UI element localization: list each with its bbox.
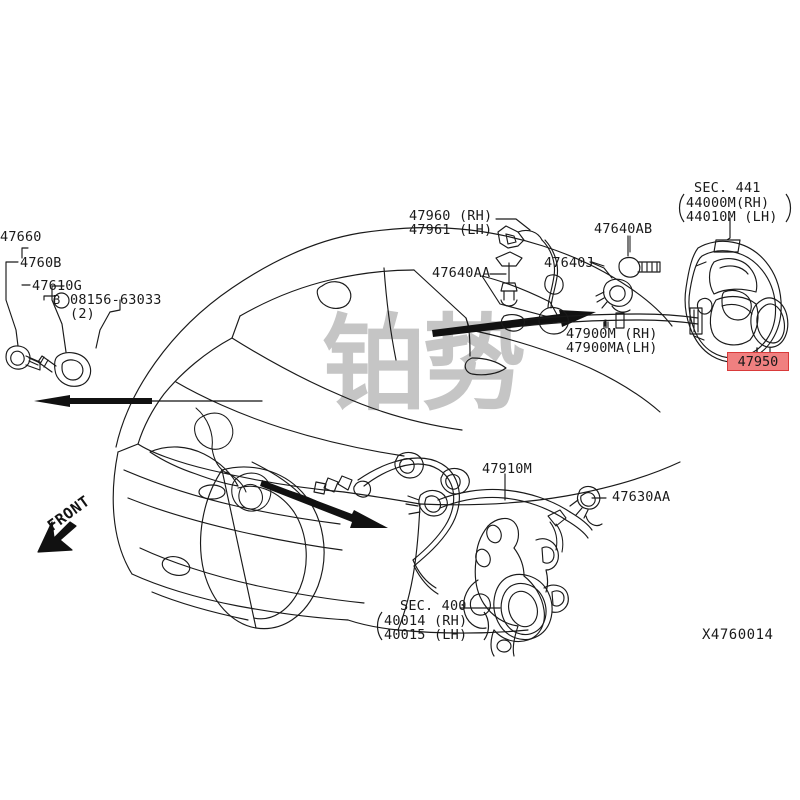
part-label-4760B: 4760B [20, 255, 62, 271]
part-label-47960-rh: 47960 (RH) [409, 208, 493, 224]
47640J-clamp [589, 261, 633, 313]
47630AA-bolt [569, 485, 607, 527]
abs-sensor-harness-on-car [194, 407, 331, 512]
part-label-47630aa: 47630AA [612, 489, 671, 505]
diagram-code: X4760014 [702, 627, 774, 643]
front-arrow-icon [37, 521, 77, 553]
part-label-47900m-rh: 47900M (RH) [566, 326, 658, 342]
section-441-bracket [678, 193, 792, 223]
section-400-bracket [376, 611, 490, 641]
part-label-47660: 47660 [0, 229, 42, 245]
47640AA-bolt [489, 251, 523, 307]
vehicle-body-outline [112, 227, 681, 634]
brake-backing-plate [684, 217, 782, 363]
part-label-08156-qty: (2) [70, 306, 95, 322]
abs-sensor-harness-front [313, 451, 593, 595]
bolt-marker-B-label: B [53, 293, 61, 307]
47640AB-bolt [618, 235, 661, 278]
steering-knuckle [459, 517, 569, 657]
rear-abs-sensor [495, 218, 569, 335]
sensor-bracket-bolt [5, 247, 121, 387]
sensor-ring-cap [750, 297, 789, 353]
part-label-47910m: 47910M [482, 461, 532, 477]
part-label-47640aa: 47640AA [432, 265, 491, 281]
part-label-47640ab: 47640AB [594, 221, 653, 237]
section-label-400: SEC. 400 [400, 598, 467, 614]
section-label-441: SEC. 441 [694, 180, 761, 196]
part-label-47640j: 47640J [544, 255, 594, 271]
part-label-47961-lh: 47961 (LH) [409, 222, 493, 238]
part-label-40015-lh: 40015 (LH) [384, 627, 468, 643]
part-label-47610G: 47610G [32, 278, 82, 294]
part-label-44010m-lh: 44010M (LH) [686, 209, 778, 225]
label-leader-lines [591, 235, 631, 329]
part-label-08156: 08156-63033 [70, 292, 162, 308]
part-label-40014-rh: 40014 (RH) [384, 613, 468, 629]
part-label-44000m-rh: 44000M(RH) [686, 195, 770, 211]
part-label-47900ma-lh: 47900MA(LH) [566, 340, 658, 356]
highlighted-part-47950[interactable]: 47950 [727, 352, 789, 371]
knuckle-sensor-lead [547, 509, 567, 553]
highlighted-part-47950-label: 47950 [737, 353, 779, 370]
pointer-arrows [34, 310, 596, 528]
bolt-marker-B-circle [53, 292, 70, 309]
